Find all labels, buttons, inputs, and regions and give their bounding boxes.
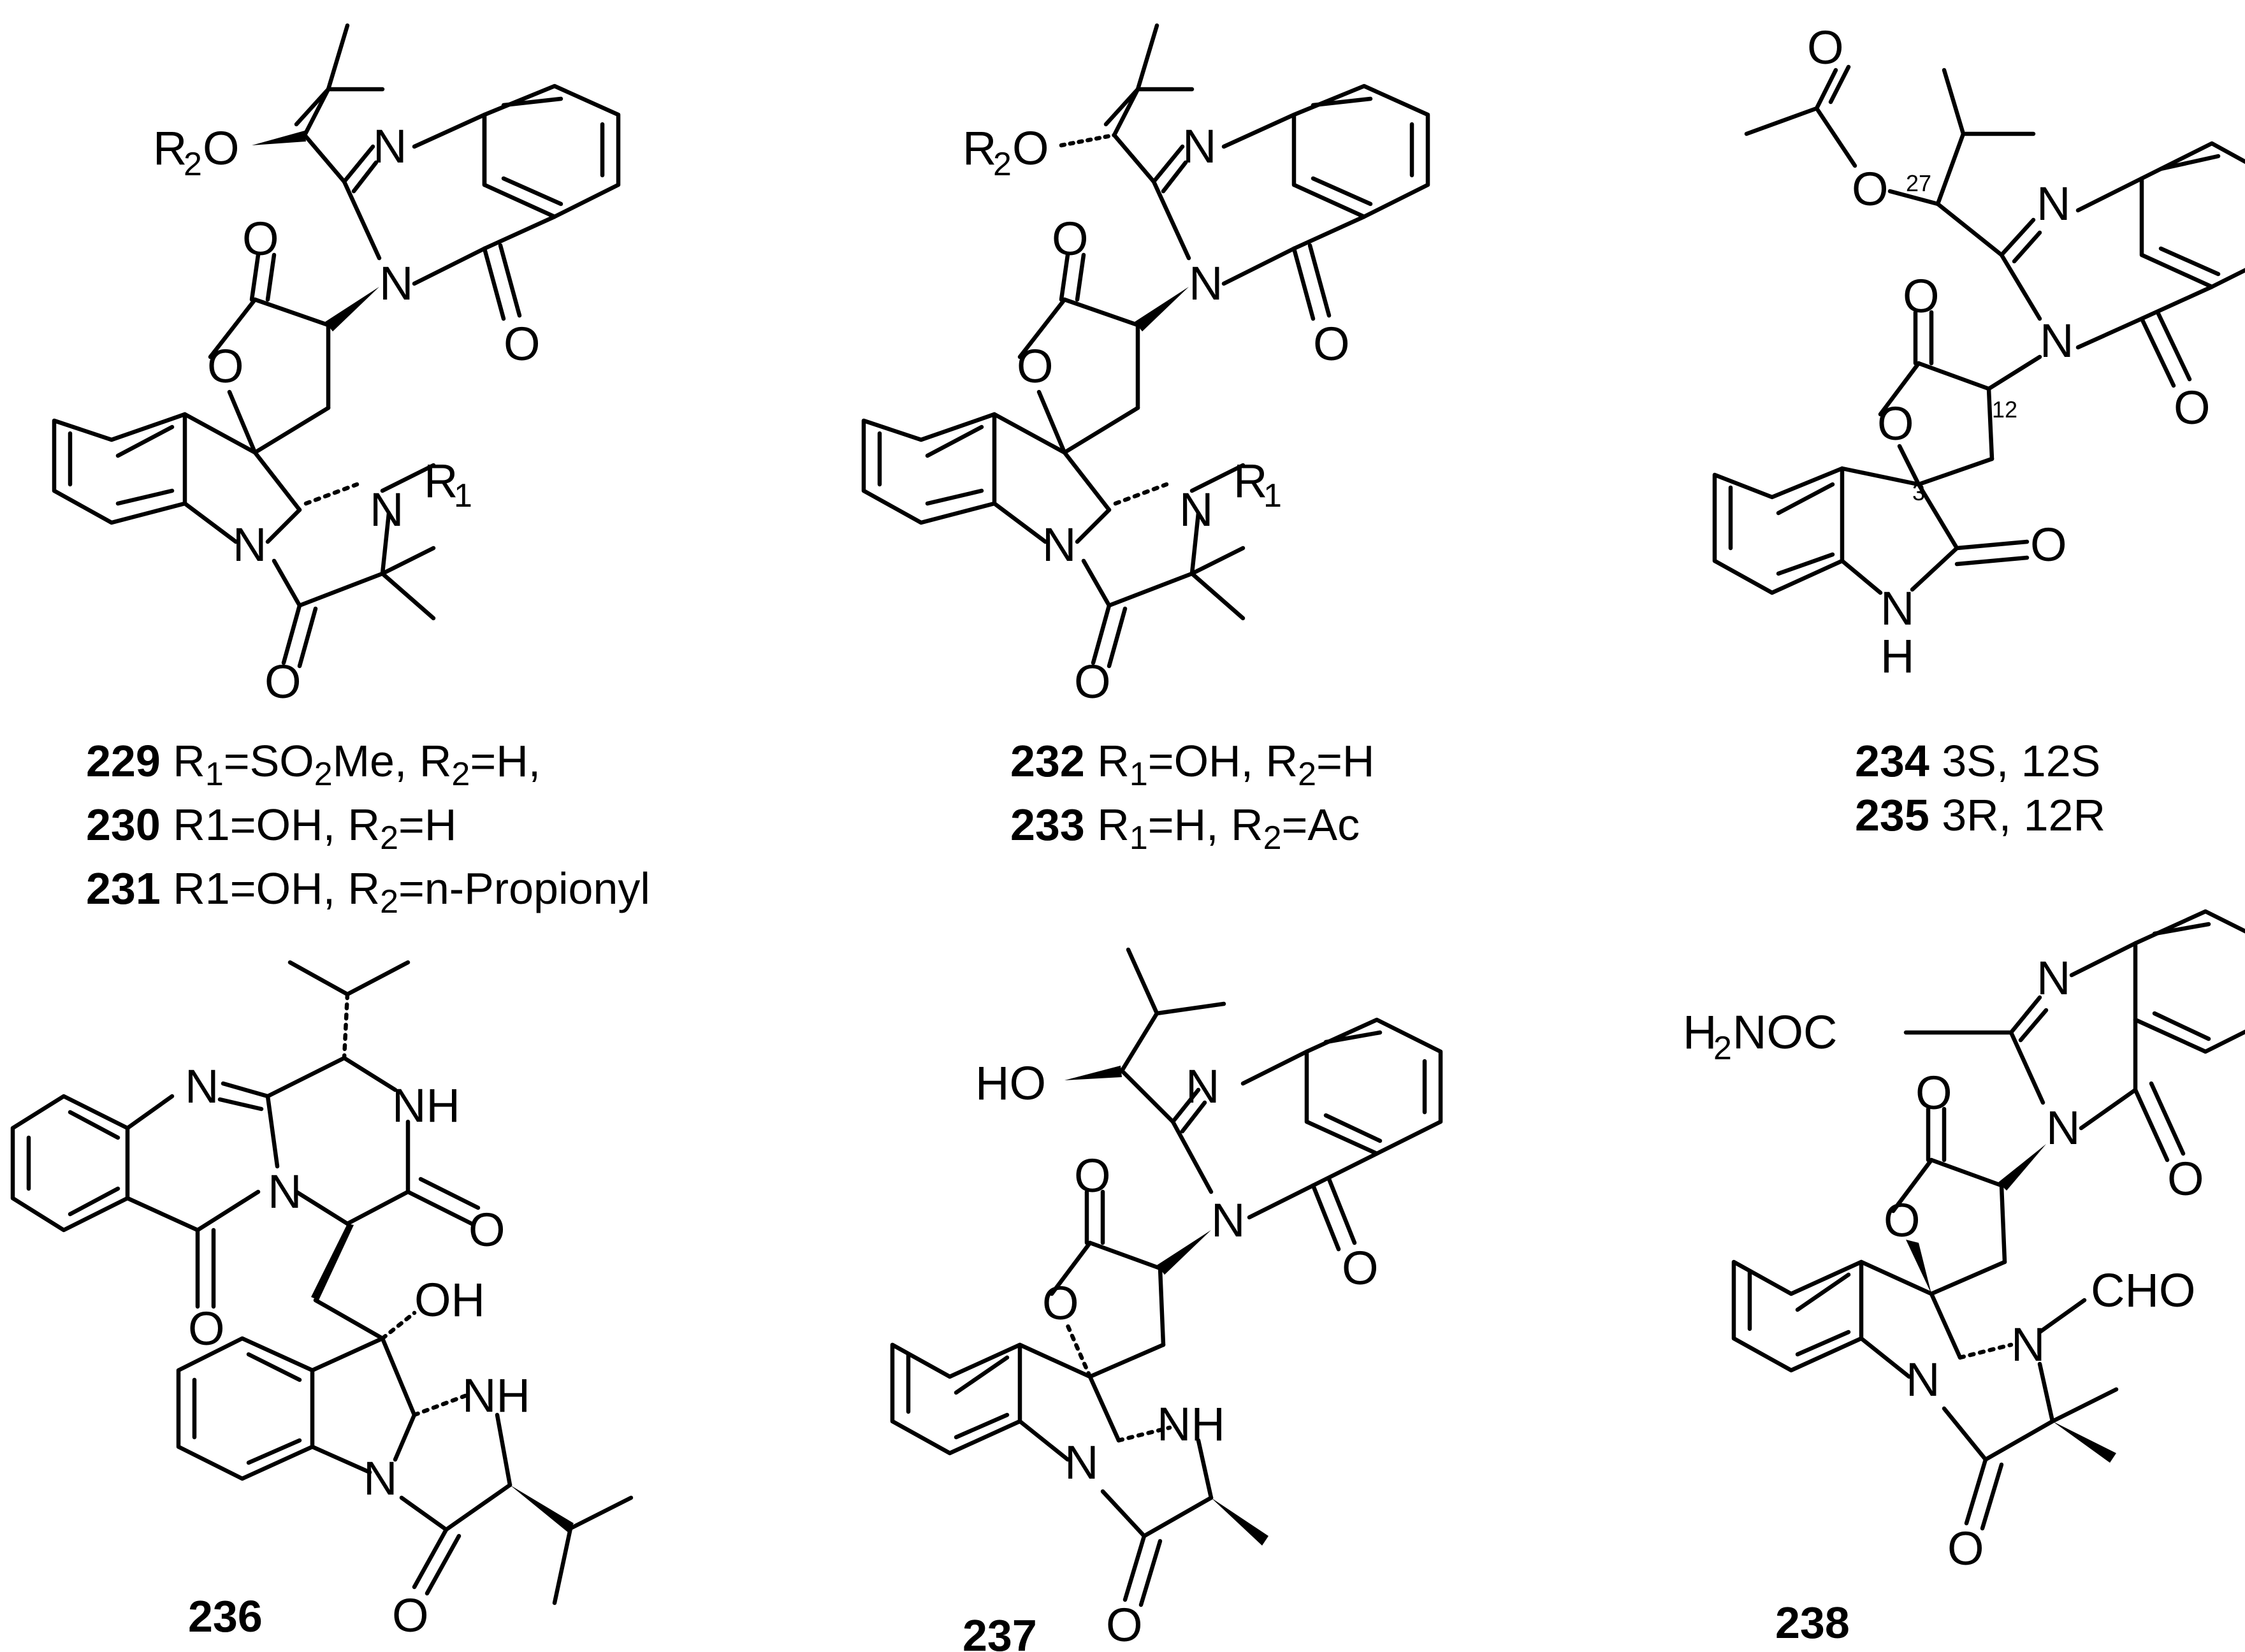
svg-text:O: O bbox=[1052, 212, 1089, 265]
svg-text:N: N bbox=[363, 1452, 397, 1505]
svg-text:H: H bbox=[1683, 1006, 1717, 1059]
svg-text:O: O bbox=[2174, 381, 2211, 434]
svg-text:O: O bbox=[1807, 21, 1844, 74]
svg-text:O: O bbox=[203, 122, 240, 175]
svg-text:O: O bbox=[1012, 122, 1049, 175]
svg-text:N: N bbox=[1906, 1353, 1940, 1406]
svg-text:OH: OH bbox=[414, 1273, 485, 1326]
svg-text:2: 2 bbox=[1713, 1030, 1732, 1067]
svg-text:O: O bbox=[1877, 397, 1914, 450]
svg-text:N: N bbox=[233, 518, 266, 571]
svg-text:230 R1=OH, R2=H: 230 R1=OH, R2=H bbox=[86, 800, 456, 857]
svg-text:O: O bbox=[469, 1203, 505, 1256]
svg-text:N: N bbox=[370, 483, 403, 536]
svg-text:N: N bbox=[2011, 1318, 2045, 1371]
compound-236: N NH N O O OH NH N O 236 bbox=[10, 960, 634, 1642]
svg-text:N: N bbox=[185, 1060, 219, 1113]
svg-text:O: O bbox=[1884, 1194, 1921, 1247]
svg-text:O: O bbox=[1342, 1242, 1379, 1294]
svg-text:2: 2 bbox=[993, 146, 1012, 183]
svg-text:N: N bbox=[2040, 314, 2074, 367]
svg-text:O: O bbox=[1074, 655, 1111, 708]
svg-text:2: 2 bbox=[184, 146, 202, 183]
svg-text:233 R1=H, R2=Ac: 233 R1=H, R2=Ac bbox=[1010, 800, 1360, 857]
svg-text:236: 236 bbox=[188, 1591, 263, 1641]
svg-text:N: N bbox=[1189, 257, 1223, 310]
svg-text:O: O bbox=[504, 317, 541, 370]
svg-text:N: N bbox=[1186, 1060, 1219, 1113]
svg-text:O: O bbox=[1106, 1598, 1143, 1651]
svg-text:N: N bbox=[2037, 952, 2070, 1004]
svg-text:12: 12 bbox=[1992, 396, 2017, 423]
svg-text:237: 237 bbox=[963, 1611, 1037, 1652]
svg-text:O: O bbox=[1017, 340, 1054, 393]
svg-text:N: N bbox=[1182, 120, 1216, 173]
svg-text:O: O bbox=[1903, 270, 1940, 322]
svg-text:R: R bbox=[424, 454, 458, 507]
svg-text:235 3R, 12R: 235 3R, 12R bbox=[1855, 790, 2105, 840]
svg-text:3: 3 bbox=[1912, 479, 1925, 505]
svg-text:NH: NH bbox=[1157, 1398, 1225, 1451]
svg-text:O: O bbox=[1313, 317, 1350, 370]
compound-232: R 2 O N N O O O N N R 1 O 232 R1=OH, R2=… bbox=[861, 23, 1430, 857]
compound-234: O O 27 N N O O O 12 3 O N H 234 3S, 12S … bbox=[1712, 21, 2245, 840]
svg-text:CHO: CHO bbox=[2091, 1264, 2195, 1317]
svg-text:O: O bbox=[207, 340, 244, 393]
svg-text:N: N bbox=[1042, 518, 1076, 571]
svg-text:N: N bbox=[379, 257, 413, 310]
svg-text:N: N bbox=[1064, 1436, 1098, 1489]
svg-text:R: R bbox=[963, 122, 996, 175]
svg-text:HO: HO bbox=[975, 1057, 1046, 1110]
svg-text:O: O bbox=[242, 212, 279, 265]
svg-text:O: O bbox=[2167, 1152, 2204, 1205]
svg-text:238: 238 bbox=[1775, 1598, 1850, 1648]
svg-text:O: O bbox=[188, 1302, 225, 1355]
svg-text:N: N bbox=[268, 1165, 302, 1218]
compound-238: H 2 NOC N N O O O N CHO N O 238 bbox=[1683, 909, 2245, 1648]
svg-text:O: O bbox=[1852, 163, 1889, 215]
compound-229: R 2 O N N O O O N N R 1 O 229 R1=SO2Me, … bbox=[52, 23, 650, 920]
svg-text:231 R1=OH, R2=n-Propionyl: 231 R1=OH, R2=n-Propionyl bbox=[86, 864, 650, 920]
svg-text:N: N bbox=[2037, 177, 2070, 230]
svg-text:NH: NH bbox=[462, 1369, 530, 1422]
svg-text:N: N bbox=[2046, 1101, 2080, 1154]
svg-text:O: O bbox=[1947, 1522, 1984, 1575]
svg-text:O: O bbox=[1915, 1066, 1952, 1119]
svg-text:NOC: NOC bbox=[1733, 1006, 1837, 1059]
svg-text:H: H bbox=[1880, 630, 1914, 683]
svg-text:232 R1=OH, R2=H: 232 R1=OH, R2=H bbox=[1010, 736, 1374, 793]
svg-text:O: O bbox=[2030, 518, 2067, 571]
svg-text:229 R1=SO2Me, R2=H,: 229 R1=SO2Me, R2=H, bbox=[86, 736, 541, 793]
svg-text:N: N bbox=[373, 120, 407, 173]
svg-text:R: R bbox=[153, 122, 187, 175]
svg-text:1: 1 bbox=[454, 477, 472, 514]
svg-text:O: O bbox=[1042, 1277, 1079, 1330]
svg-text:R: R bbox=[1233, 454, 1267, 507]
svg-text:NH: NH bbox=[392, 1079, 460, 1132]
svg-text:27: 27 bbox=[1906, 170, 1931, 196]
svg-text:N: N bbox=[1880, 582, 1914, 635]
svg-text:O: O bbox=[392, 1589, 429, 1642]
svg-text:N: N bbox=[1211, 1194, 1245, 1247]
svg-text:O: O bbox=[265, 655, 302, 708]
compound-237: HO N N O O O NH N O 237 bbox=[890, 947, 1443, 1652]
svg-text:234 3S, 12S: 234 3S, 12S bbox=[1855, 736, 2100, 786]
svg-text:O: O bbox=[1074, 1149, 1111, 1202]
svg-text:N: N bbox=[1179, 483, 1213, 536]
svg-text:1: 1 bbox=[1263, 477, 1282, 514]
